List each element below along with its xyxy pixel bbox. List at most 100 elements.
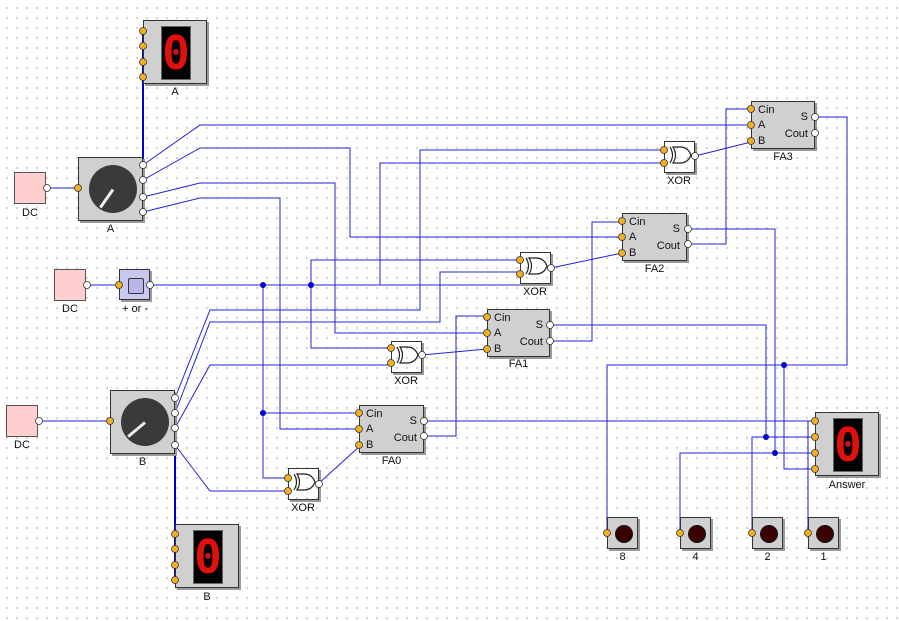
fa0-pin-cout: Cout xyxy=(393,432,417,444)
input-pin xyxy=(618,249,626,257)
fa1-label: FA1 xyxy=(508,358,529,370)
wire-a-fa0-a xyxy=(142,197,359,430)
full-adder-fa1[interactable]: Cin A B S Cout xyxy=(487,309,550,357)
wire-fa3-s xyxy=(783,116,848,470)
input-pin xyxy=(748,529,756,537)
fa2-pin-a: A xyxy=(629,231,637,243)
xor-symbol xyxy=(293,473,316,491)
input-pin xyxy=(811,449,819,457)
display-b: 0 xyxy=(175,524,239,588)
wire-fa1-cout-fa2-cin xyxy=(550,221,622,342)
full-adder-fa2[interactable]: Cin A B S Cout xyxy=(622,213,687,261)
wire-led8 xyxy=(606,364,784,533)
junctions xyxy=(260,282,787,456)
wire-a-fa2-a xyxy=(142,147,622,238)
output-pin xyxy=(139,161,147,169)
dc-source-toggle[interactable] xyxy=(54,269,86,301)
fa3-pin-s: S xyxy=(800,111,808,123)
xor-gate-3-label: XOR xyxy=(667,175,691,187)
knob-b-dial[interactable] xyxy=(121,398,169,446)
fa0-pin-b: B xyxy=(366,439,374,451)
display-answer: 0 xyxy=(815,412,879,476)
display-answer-digit: 0 xyxy=(833,418,863,472)
display-a: 0 xyxy=(143,20,207,84)
display-b-digit: 0 xyxy=(193,530,223,584)
display-a-digit: 0 xyxy=(161,26,191,80)
dc-source-b[interactable] xyxy=(6,405,38,437)
wires xyxy=(39,108,848,533)
junction-dot xyxy=(308,282,314,288)
input-pin xyxy=(603,529,611,537)
junction-dot xyxy=(260,410,266,416)
led-2-lamp xyxy=(760,525,778,543)
output-pin xyxy=(139,176,147,184)
toggle-label: + or - xyxy=(122,303,148,315)
fa1-pin-cout: Cout xyxy=(519,336,543,348)
junction-dot xyxy=(260,282,266,288)
input-pin xyxy=(139,27,147,35)
xor-gate-0-label: XOR xyxy=(291,502,315,514)
output-pin xyxy=(83,281,91,289)
output-pin xyxy=(146,281,154,289)
input-pin xyxy=(115,281,123,289)
input-pin xyxy=(387,344,395,352)
wire-fa2-cout-fa3-cin xyxy=(688,108,751,245)
wire-sub-down xyxy=(262,285,288,479)
output-pin xyxy=(171,409,179,417)
knob-a[interactable] xyxy=(78,157,143,221)
input-pin xyxy=(516,270,524,278)
wire-b-xor2 xyxy=(174,271,520,414)
fa2-label: FA2 xyxy=(644,263,665,275)
output-pin xyxy=(546,321,554,329)
led-1-label: 1 xyxy=(820,551,827,563)
fa1-pin-s: S xyxy=(535,319,543,331)
xor-symbol xyxy=(669,146,692,164)
output-pin xyxy=(420,417,428,425)
fa0-pin-cin: Cin xyxy=(366,408,383,420)
output-pin xyxy=(547,264,555,272)
full-adder-fa3[interactable]: Cin A B S Cout xyxy=(751,101,815,149)
input-pin xyxy=(483,345,491,353)
led-8 xyxy=(607,517,638,549)
led-4-lamp xyxy=(688,525,706,543)
fa1-pin-cin: Cin xyxy=(494,312,511,324)
input-pin xyxy=(811,417,819,425)
input-pin xyxy=(811,433,819,441)
fa1-pin-b: B xyxy=(494,343,502,355)
fa0-pin-a: A xyxy=(366,423,374,435)
fa3-pin-cin: Cin xyxy=(758,104,775,116)
output-pin xyxy=(171,424,179,432)
wire-b-xor0 xyxy=(174,444,288,492)
fa3-pin-a: A xyxy=(758,119,766,131)
wire-a-fa3-a xyxy=(142,124,751,166)
knob-b[interactable] xyxy=(110,390,175,454)
input-pin xyxy=(387,359,395,367)
output-pin xyxy=(35,417,43,425)
fa3-label: FA3 xyxy=(773,151,793,163)
fa2-pin-cout: Cout xyxy=(656,240,680,252)
output-pin xyxy=(546,337,554,345)
input-pin xyxy=(804,529,812,537)
fa2-pin-cin: Cin xyxy=(629,216,646,228)
knob-a-dial[interactable] xyxy=(89,165,137,213)
input-pin xyxy=(171,576,179,584)
junction-dot xyxy=(781,362,787,368)
full-adder-fa0[interactable]: Cin A B S Cout xyxy=(359,405,424,453)
wire-led2 xyxy=(751,436,766,533)
wire-b-xor3 xyxy=(174,149,663,399)
input-pin xyxy=(171,530,179,538)
input-pin xyxy=(618,233,626,241)
input-pin xyxy=(516,256,524,264)
wire-a-fa1-a xyxy=(142,182,487,334)
wire-sub-xor3 xyxy=(379,162,663,285)
toggle-switch-icon xyxy=(128,278,144,294)
display-answer-label: Answer xyxy=(828,479,866,491)
input-pin xyxy=(139,58,147,66)
input-pin xyxy=(483,329,491,337)
wire-fa0-cout-fa1-cin xyxy=(424,315,487,437)
wire-b-xor1 xyxy=(174,364,390,429)
output-pin xyxy=(811,129,819,137)
led-8-lamp xyxy=(615,525,633,543)
output-pin xyxy=(315,480,323,488)
output-pin xyxy=(418,351,426,359)
